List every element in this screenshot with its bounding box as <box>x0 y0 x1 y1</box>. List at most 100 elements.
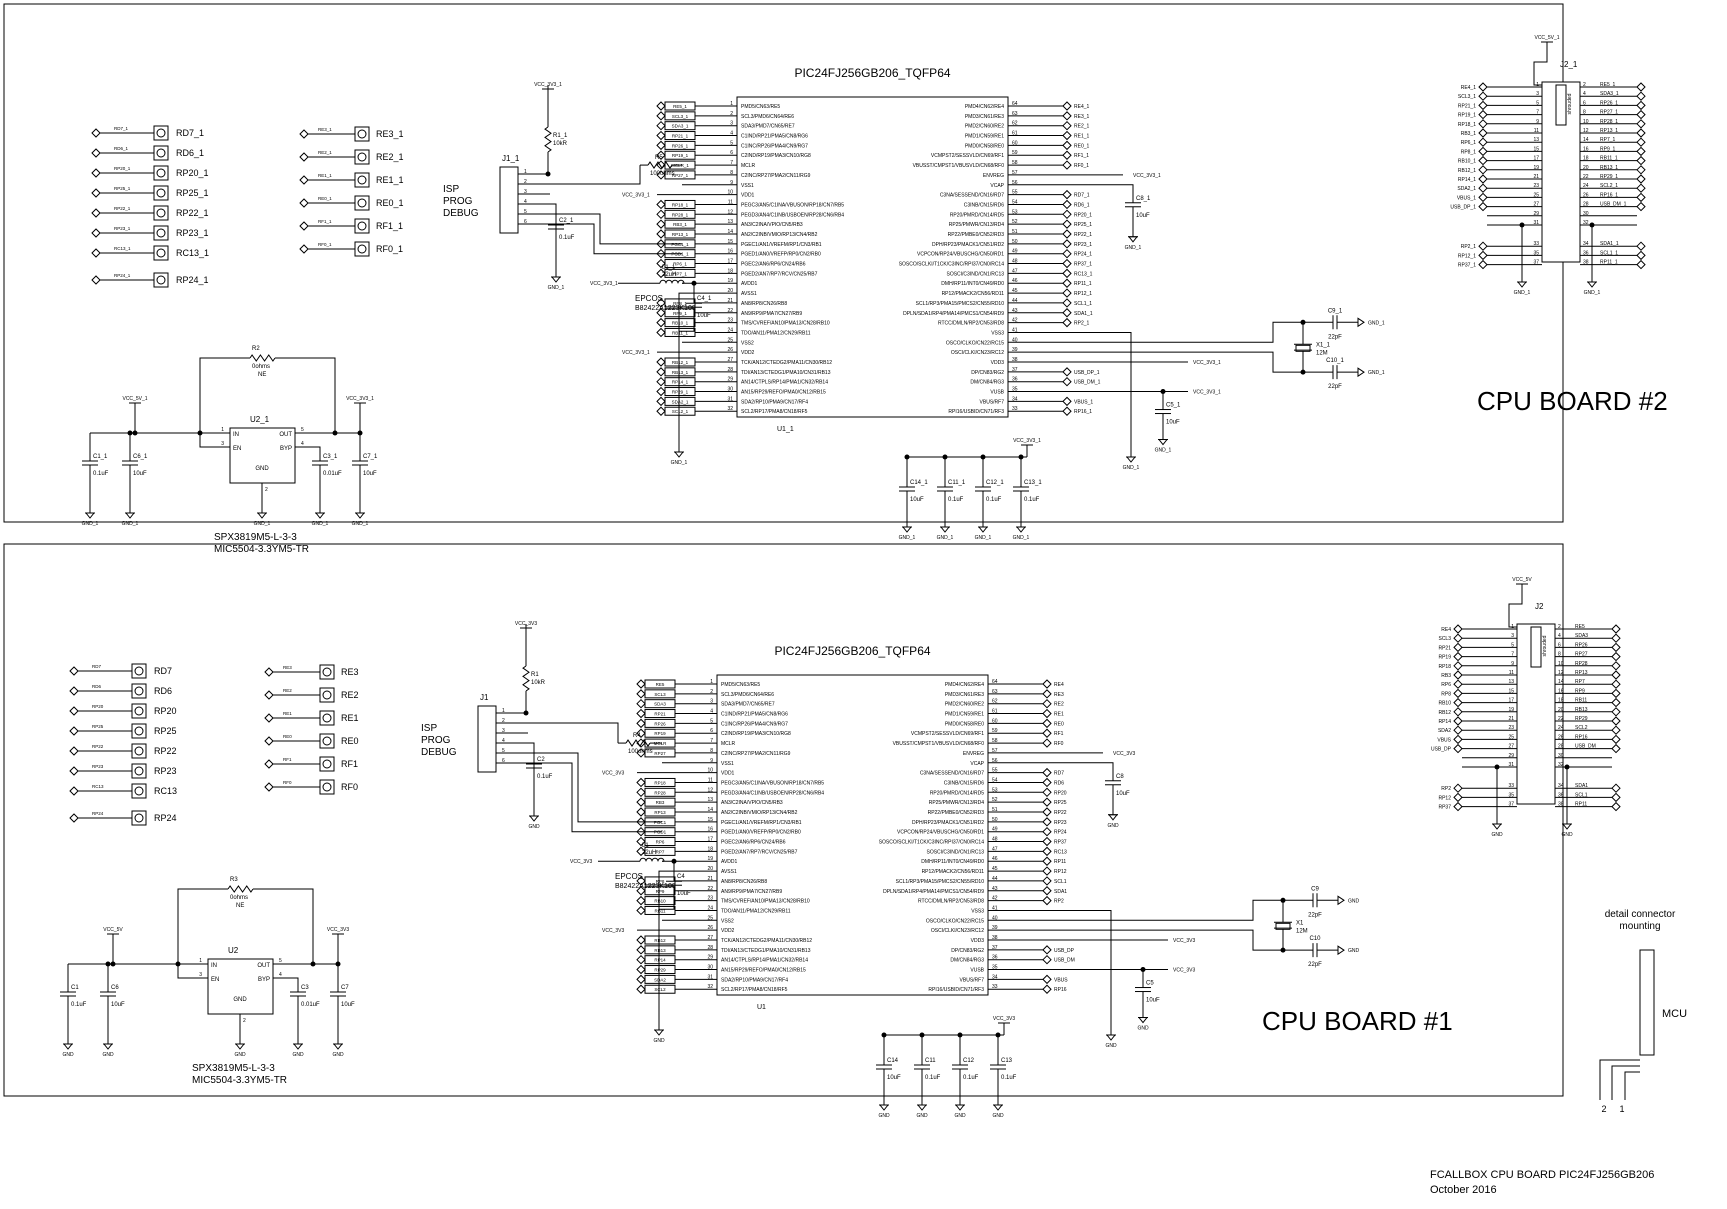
pad-ring <box>134 786 144 796</box>
cap-ref: C12 <box>963 1058 975 1064</box>
pin-number: 48 <box>1012 259 1018 265</box>
pin-number: 54 <box>1012 199 1018 205</box>
pin-number: 38 <box>992 935 998 941</box>
wire <box>1624 1071 1640 1100</box>
resistor-value: 0ohms <box>252 364 270 370</box>
net-label: RB12 <box>654 938 666 943</box>
connector-net: RP21_1 <box>1458 103 1476 109</box>
pin-function: RP25/PMWR/CN13/RD4 <box>949 222 1005 228</box>
io-label: RP23_1 <box>176 228 209 238</box>
cap-value: 10uF <box>1136 213 1150 219</box>
net-port <box>1042 886 1052 896</box>
pin-number: 7 <box>730 160 733 166</box>
net-port <box>1062 278 1072 288</box>
net-port <box>656 327 666 338</box>
pin-number: 36 <box>1012 377 1018 383</box>
net-port <box>656 268 666 279</box>
connector-pin-num: 29 <box>1508 753 1514 759</box>
ground-symbol: GND <box>292 1043 304 1058</box>
mcu-ref: U1 <box>757 1004 766 1011</box>
inductor-coil <box>645 857 653 862</box>
io-net: RP20 <box>92 704 104 709</box>
net-port <box>69 813 79 823</box>
net-label: RP14 <box>654 958 666 963</box>
net-port <box>1042 777 1052 788</box>
pad-box <box>319 779 335 795</box>
net-port <box>636 836 646 847</box>
io-label: RE0_1 <box>376 198 404 208</box>
net-label: RB13_1 <box>672 370 689 375</box>
pin-number: 5 <box>730 140 733 146</box>
io-net: RE0_1 <box>318 196 332 201</box>
mcu-board-edge <box>1639 949 1655 1056</box>
cap-ref: C12_1 <box>986 480 1004 486</box>
connector-pin-num: 12 <box>1558 670 1564 676</box>
connector-net: RP6_1 <box>1461 140 1477 146</box>
connector-pin-num: 28 <box>1583 202 1589 208</box>
connector-net: RP6 <box>1441 682 1451 688</box>
isp-header: J1_1ISPPROGDEBUG123456R5100ohmsVCC_3V3_1… <box>443 82 682 291</box>
net-port <box>264 713 274 723</box>
net-label: RD6_1 <box>1074 202 1090 208</box>
io-label: RP24_1 <box>176 275 209 285</box>
pin-function: VDD2 <box>721 928 735 934</box>
pin-number: 56 <box>992 758 998 764</box>
ground-label: GND <box>102 1052 114 1058</box>
net-port <box>1042 836 1052 847</box>
pin-number: 60 <box>992 718 998 724</box>
power-label: VCC_3V3 <box>1173 968 1195 974</box>
pin-function: RP20/PMRD/CN14/RD5 <box>930 790 984 796</box>
connector-net: RP27_1 <box>1600 110 1618 116</box>
net-label: RP6 <box>656 840 665 845</box>
pin-function: VDD3 <box>971 938 985 944</box>
pin-number: 62 <box>1012 121 1018 127</box>
ground-triangle <box>124 512 136 519</box>
net-port <box>1062 396 1072 407</box>
net-port <box>656 219 666 229</box>
net-port <box>264 782 274 792</box>
net-port <box>1453 783 1463 793</box>
net-port <box>264 736 274 746</box>
pin-function: PGEC1/AN1/VREFM/RP1/CN3/RB1 <box>741 242 822 248</box>
net-label: RB3 <box>656 800 665 805</box>
reg-pin: OUT <box>279 432 292 438</box>
net-port <box>91 188 101 198</box>
regulator-part-label: MIC5504-3.3YM5-TR <box>214 544 309 555</box>
connector-net: VBUS <box>1437 737 1451 743</box>
net-port <box>1636 119 1646 129</box>
footer-project: FCALLBOX CPU BOARD PIC24FJ256GB206 <box>1430 1169 1654 1181</box>
pin-function: SOSCO/SCLKI/T1CK/C3INC/RPI37/CN0/RC14 <box>879 840 985 846</box>
reg-pin-num: 2 <box>265 487 268 493</box>
ground-symbol: GND_1 <box>548 276 565 291</box>
ground-label: GND <box>954 1113 966 1119</box>
cap-value: 10uF <box>697 313 711 319</box>
ground-label: GND <box>653 1038 665 1044</box>
pin-function: VDD1 <box>721 771 735 777</box>
net-port <box>1062 376 1072 387</box>
net-port <box>1042 679 1052 689</box>
pad-box <box>354 241 370 257</box>
cap-value: 0.01uF <box>323 471 342 477</box>
pin-function: VSS2 <box>741 340 754 346</box>
net-label: SCL3 <box>654 692 666 697</box>
cap-ref: C13 <box>1001 1058 1013 1064</box>
power-label: VCC_3V3_1 <box>1013 438 1041 444</box>
pin-number: 2 <box>710 689 713 695</box>
ground-symbol: GND <box>1561 823 1573 838</box>
connector-pin-num: 13 <box>1533 137 1539 143</box>
pin-function: SCL1/RP3/PMA15/PMCS2/CN55/RD10 <box>916 301 1005 307</box>
